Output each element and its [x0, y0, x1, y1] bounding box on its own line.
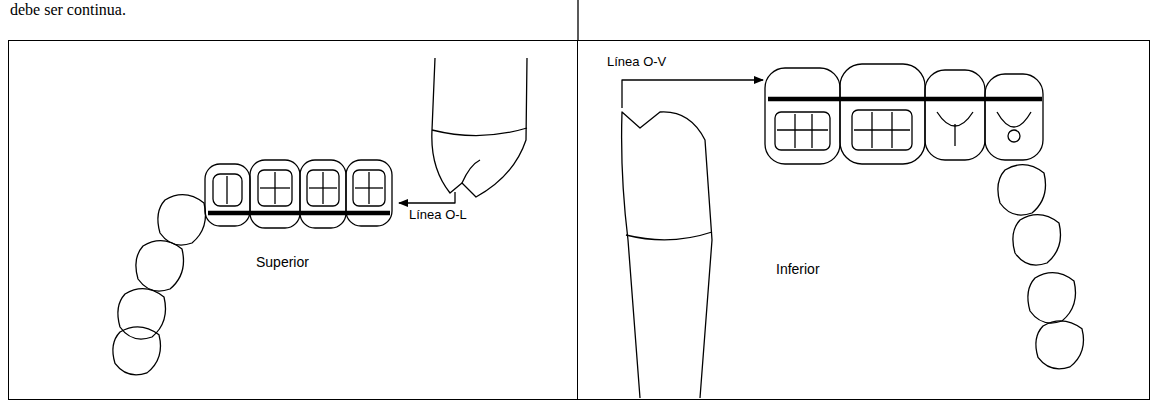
lower-molar-row: [765, 64, 1043, 164]
note-text: debe ser continua.: [10, 1, 126, 19]
occlusal-line: [768, 97, 1042, 102]
arch-label: Superior: [256, 254, 309, 270]
upper-tooth-profile: [432, 58, 527, 197]
line-label: Línea O-V: [607, 55, 666, 70]
panel-box: Línea O-L Superior: [8, 40, 578, 400]
lower-front-teeth: [998, 165, 1084, 369]
upper-molar-row: [205, 160, 392, 228]
line-label: Línea O-L: [409, 208, 467, 223]
top-rule: [577, 0, 578, 40]
occlusal-line: [208, 211, 390, 216]
upper-front-teeth: [113, 195, 206, 375]
leader-arrow: [399, 192, 455, 203]
panel-box: Línea O-V Inferior: [577, 40, 1150, 400]
arch-label: Inferior: [776, 261, 820, 277]
lower-tooth-profile: [622, 112, 712, 398]
leader-arrow: [622, 80, 763, 108]
